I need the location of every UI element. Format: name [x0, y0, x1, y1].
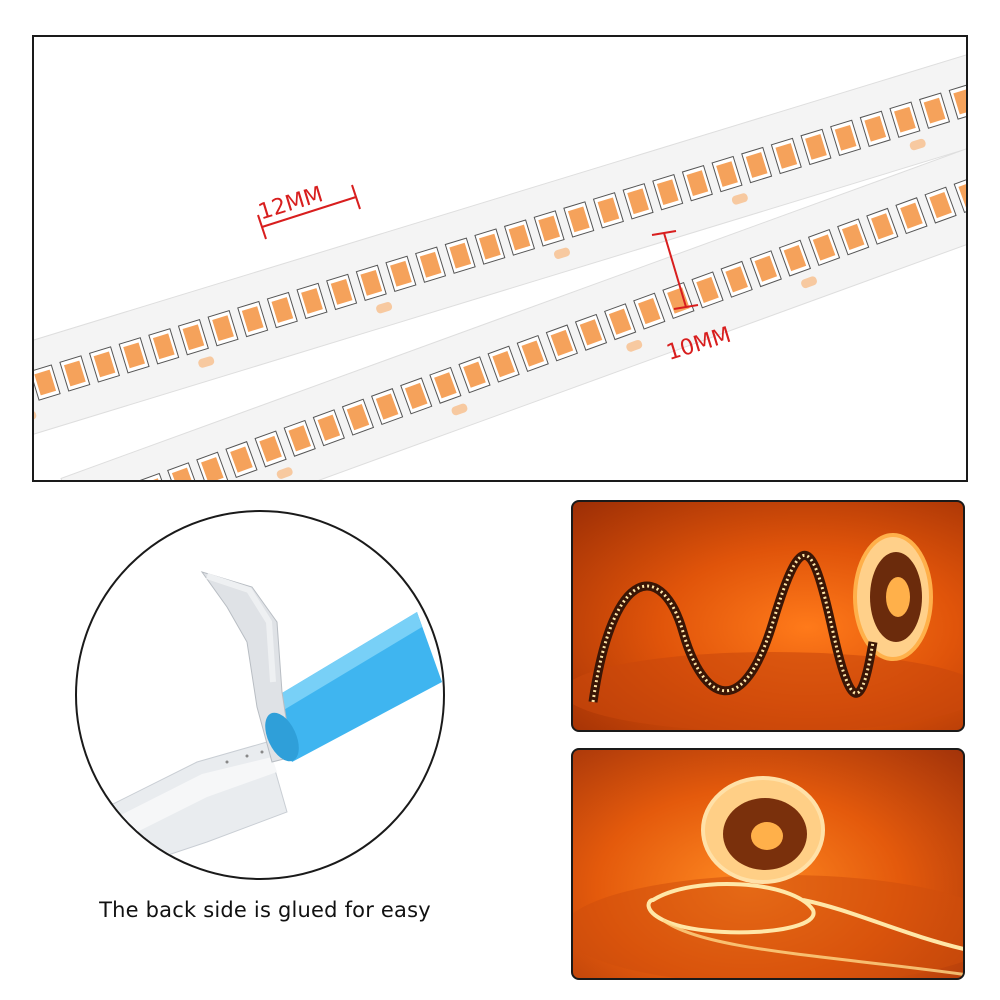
- led-emitter: [900, 202, 923, 229]
- led-emitter: [375, 393, 399, 420]
- led-chip: [953, 175, 966, 213]
- led-strip-lower: [60, 118, 966, 480]
- led-emitter: [360, 269, 383, 296]
- led-emitter: [230, 446, 253, 473]
- led-emitter: [463, 361, 486, 388]
- led-emitter: [656, 179, 679, 206]
- led-emitter: [716, 161, 738, 187]
- solder-pad: [626, 340, 643, 352]
- solder-pad: [451, 403, 468, 416]
- led-strip-illustration: 12MM 10MM: [34, 48, 966, 480]
- led-emitter: [923, 97, 946, 124]
- led-emitter: [182, 324, 205, 351]
- adhesive-illustration: [96, 571, 442, 873]
- led-emitter: [521, 340, 545, 367]
- led-emitter: [686, 170, 709, 196]
- led-emitter: [834, 124, 857, 151]
- led-emitter: [508, 224, 531, 251]
- solder-pad: [376, 302, 393, 314]
- adhesive-backside-panel: [75, 510, 445, 880]
- solder-pad: [554, 247, 570, 259]
- led-emitter: [63, 360, 86, 387]
- led-chip: [137, 472, 171, 480]
- led-emitter: [478, 233, 501, 260]
- led-emitter: [725, 266, 748, 293]
- led-emitter: [696, 276, 719, 303]
- led-emitter: [638, 298, 661, 325]
- led-emitter: [597, 197, 620, 224]
- led-emitter: [346, 404, 370, 431]
- led-emitter: [449, 242, 472, 269]
- width-dimension-marker: 12MM: [256, 182, 361, 240]
- led-emitter: [404, 382, 428, 410]
- led-strip-upper: [34, 48, 966, 443]
- led-emitter: [745, 152, 768, 178]
- led-emitter: [567, 206, 590, 233]
- led-emitter: [775, 143, 798, 169]
- led-emitter: [608, 308, 632, 335]
- led-emitter: [288, 425, 311, 452]
- led-emitter: [538, 215, 561, 242]
- led-emitter: [929, 192, 952, 219]
- led-emitter: [958, 181, 966, 208]
- solder-pad: [909, 138, 926, 151]
- glowing-strip-photo-reel: [571, 748, 965, 980]
- led-emitter: [419, 251, 442, 278]
- led-emitter: [434, 372, 457, 399]
- glowing-strip-reel-illustration: [573, 776, 963, 978]
- led-emitter: [390, 260, 412, 287]
- led-emitter: [317, 414, 341, 441]
- led-emitter: [812, 234, 836, 261]
- led-emitter: [171, 467, 195, 480]
- glowing-strip-wave-illustration: [573, 533, 963, 730]
- led-emitter: [301, 288, 323, 314]
- led-emitter: [894, 106, 916, 133]
- adhesive-caption: The back side is glued for easy: [99, 898, 431, 922]
- led-emitter: [783, 245, 807, 272]
- led-emitter: [34, 369, 57, 396]
- led-emitter: [579, 319, 603, 346]
- led-emitter: [271, 297, 294, 323]
- led-emitter: [93, 351, 116, 378]
- led-emitter: [492, 351, 515, 378]
- solder-pad: [731, 193, 748, 205]
- led-emitter: [871, 213, 894, 240]
- led-chip: [167, 462, 200, 480]
- led-strip-closeup-panel: 12MM 10MM: [32, 35, 968, 482]
- led-emitter: [241, 306, 264, 332]
- led-emitter: [841, 223, 865, 250]
- led-emitter: [201, 457, 224, 480]
- glowing-strip-photo-wave: [571, 500, 965, 732]
- led-emitter: [330, 279, 353, 305]
- led-emitter: [953, 88, 966, 115]
- solder-pad: [198, 356, 215, 368]
- solder-pad: [801, 276, 817, 289]
- solder-pad: [276, 467, 293, 479]
- led-emitter: [152, 333, 175, 360]
- led-emitter: [212, 315, 234, 342]
- led-emitter: [259, 435, 282, 463]
- led-emitter: [754, 255, 778, 282]
- led-emitter: [805, 134, 827, 160]
- led-emitter: [550, 329, 574, 356]
- led-emitter: [123, 342, 145, 369]
- led-emitter: [864, 115, 887, 142]
- led-emitter: [627, 188, 649, 215]
